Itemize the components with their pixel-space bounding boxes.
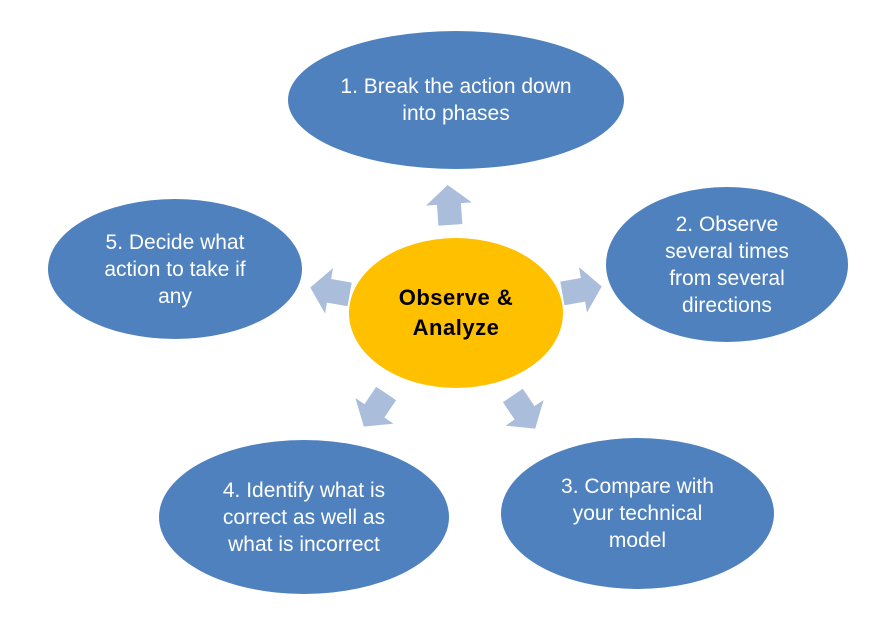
arrow-lower-left-shape (355, 386, 397, 427)
node-1-break-down-phases: 1. Break the action down into phases (288, 31, 624, 169)
node-2-label: 2. Observe several times from several di… (665, 212, 789, 317)
node-2-observe-several-times: 2. Observe several times from several di… (606, 187, 848, 342)
node-5-decide-action: 5. Decide what action to take if any (48, 199, 302, 339)
arrow-upper-left-shape (310, 268, 352, 314)
hub-observe-analyze: Observe & Analyze (349, 238, 563, 388)
arrow-lower-right-icon (493, 382, 555, 442)
node-3-label: 3. Compare with your technical model (561, 475, 714, 552)
arrow-upper-left-icon (306, 264, 354, 318)
arrow-upper-right-shape (560, 267, 602, 313)
arrow-lower-right-shape (502, 388, 544, 429)
arrow-up-shape (425, 185, 472, 226)
arrow-up-icon (424, 183, 475, 226)
node-5-label: 5. Decide what action to take if any (104, 230, 246, 308)
hub-label: Observe & Analyze (398, 285, 514, 340)
node-3-compare-technical-model: 3. Compare with your technical model (501, 438, 774, 589)
node-4-label: 4. Identify what is correct as well as w… (222, 478, 386, 556)
node-4-identify-correct-incorrect: 4. Identify what is correct as well as w… (159, 440, 449, 594)
arrow-lower-left-icon (344, 380, 406, 440)
arrow-upper-right-icon (558, 263, 606, 317)
node-1-label: 1. Break the action down into phases (340, 75, 572, 125)
